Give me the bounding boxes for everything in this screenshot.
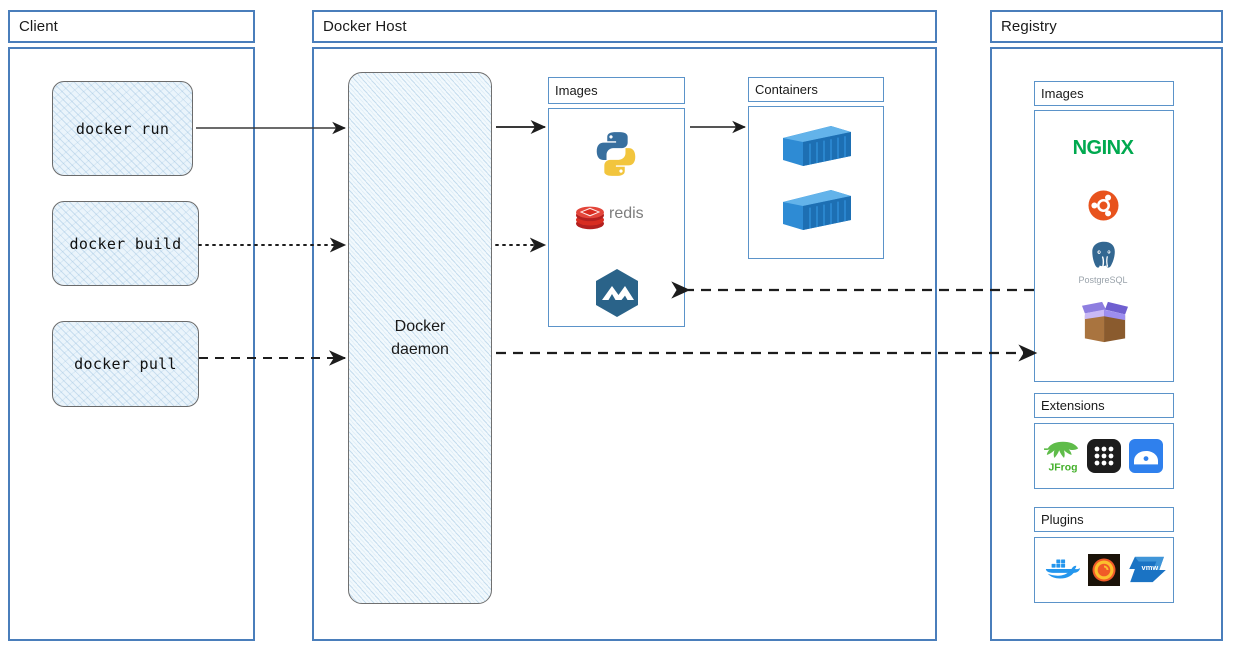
grafana-icon bbox=[1085, 551, 1123, 589]
registry-plugins-body: vmw bbox=[1034, 537, 1174, 603]
svg-text:vmw: vmw bbox=[1142, 563, 1159, 572]
registry-images-header: Images bbox=[1034, 81, 1174, 106]
svg-text:JFrog: JFrog bbox=[1049, 462, 1078, 473]
registry-images-body: NGINX PostgreSQL bbox=[1034, 110, 1174, 382]
mountain-hex-icon bbox=[591, 267, 643, 319]
registry-plugins-header: Plugins bbox=[1034, 507, 1174, 532]
postgresql-icon bbox=[1085, 239, 1123, 277]
docker-build-label: docker build bbox=[69, 234, 182, 253]
bluebox-icon bbox=[1127, 437, 1165, 475]
nginx-icon: NGINX bbox=[1072, 137, 1134, 159]
host-containers-body bbox=[748, 106, 884, 259]
docker-build-box[interactable]: docker build bbox=[52, 201, 199, 286]
python-icon bbox=[587, 125, 645, 183]
shipping-container-icon bbox=[777, 121, 857, 169]
package-box-icon bbox=[1079, 299, 1131, 347]
docker-host-region-header: Docker Host bbox=[312, 10, 937, 43]
registry-region-header: Registry bbox=[990, 10, 1223, 43]
jfrog-icon: JFrog bbox=[1043, 436, 1083, 476]
docker-run-label: docker run bbox=[75, 119, 170, 138]
host-images-body: redis bbox=[548, 108, 685, 327]
docker-host-region-label: Docker Host bbox=[323, 18, 407, 35]
registry-extensions-header: Extensions bbox=[1034, 393, 1174, 418]
docker-daemon-box[interactable]: Docker daemon bbox=[348, 72, 492, 604]
host-images-header: Images bbox=[548, 77, 685, 104]
client-region-header: Client bbox=[8, 10, 255, 43]
host-containers-label: Containers bbox=[755, 82, 818, 97]
postgresql-label: PostgreSQL bbox=[1078, 275, 1128, 285]
client-region-label: Client bbox=[19, 18, 58, 35]
ubuntu-icon bbox=[1087, 189, 1120, 222]
vmware-icon: vmw bbox=[1127, 552, 1169, 586]
redis-label: redis bbox=[609, 205, 644, 222]
redis-icon bbox=[573, 202, 607, 234]
shipping-container-icon bbox=[777, 185, 857, 233]
docker-daemon-label: Docker daemon bbox=[391, 317, 449, 358]
registry-extensions-body: JFrog bbox=[1034, 423, 1174, 489]
docker-pull-box[interactable]: docker pull bbox=[52, 321, 199, 407]
dotgrid-icon bbox=[1085, 437, 1123, 475]
docker-pull-label: docker pull bbox=[74, 355, 177, 373]
host-containers-header: Containers bbox=[748, 77, 884, 102]
host-images-label: Images bbox=[555, 83, 598, 98]
docker-whale-icon bbox=[1043, 552, 1083, 588]
registry-region-label: Registry bbox=[1001, 18, 1057, 35]
registry-plugins-label: Plugins bbox=[1041, 512, 1084, 527]
registry-extensions-label: Extensions bbox=[1041, 398, 1105, 413]
registry-images-label: Images bbox=[1041, 86, 1084, 101]
docker-run-box[interactable]: docker run bbox=[52, 81, 193, 176]
